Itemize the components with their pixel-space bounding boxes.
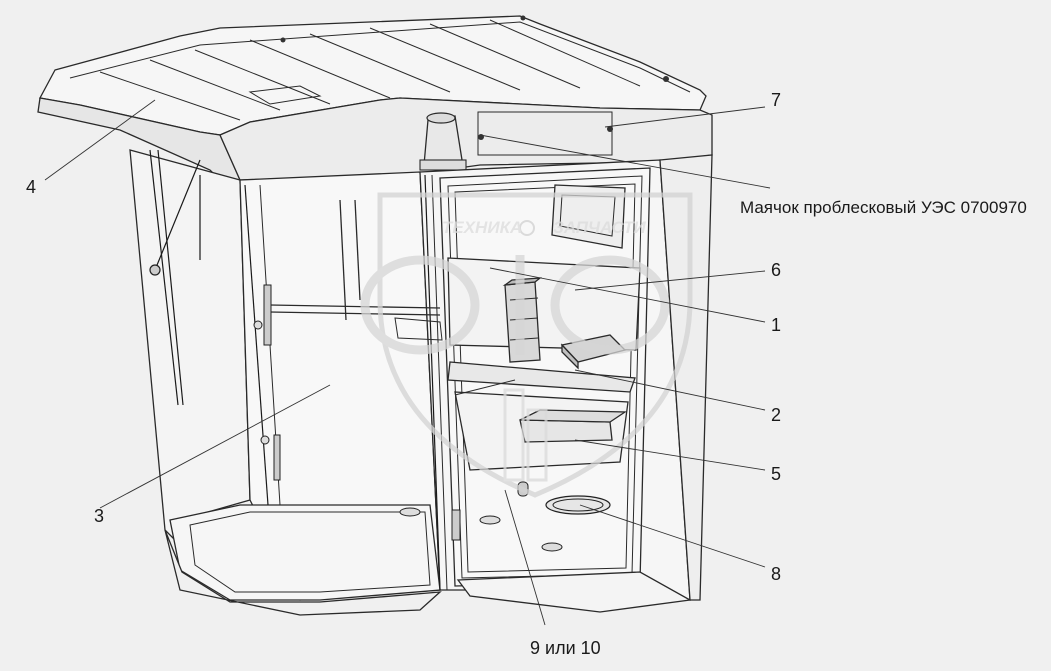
flashing-beacon — [419, 112, 467, 171]
callout-labels: 4 7 Маячок проблесковый УЭС 0700970 6 1 … — [26, 90, 1027, 658]
leader-lines — [44, 99, 771, 626]
callout-3: 3 — [94, 506, 104, 526]
wiper — [149, 149, 201, 406]
callout-7: 7 — [771, 90, 781, 110]
watermark-right-word: ЗАПЧАСТИ — [553, 218, 646, 237]
watermark-left-word: ТЕХНИКА — [442, 218, 522, 237]
callout-2: 2 — [771, 405, 781, 425]
callout-8: 8 — [771, 564, 781, 584]
handles — [199, 175, 441, 481]
roof — [37, 15, 713, 191]
callout-4: 4 — [26, 177, 36, 197]
callout-beacon: Маячок проблесковый УЭС 0700970 — [740, 198, 1027, 217]
cab-body — [129, 149, 713, 616]
callout-1: 1 — [771, 315, 781, 335]
callout-9-or-10: 9 или 10 — [530, 638, 601, 658]
callout-6: 6 — [771, 260, 781, 280]
watermark-logo: ТЕХНИКА ЗАПЧАСТИ — [360, 192, 693, 498]
callout-5: 5 — [771, 464, 781, 484]
